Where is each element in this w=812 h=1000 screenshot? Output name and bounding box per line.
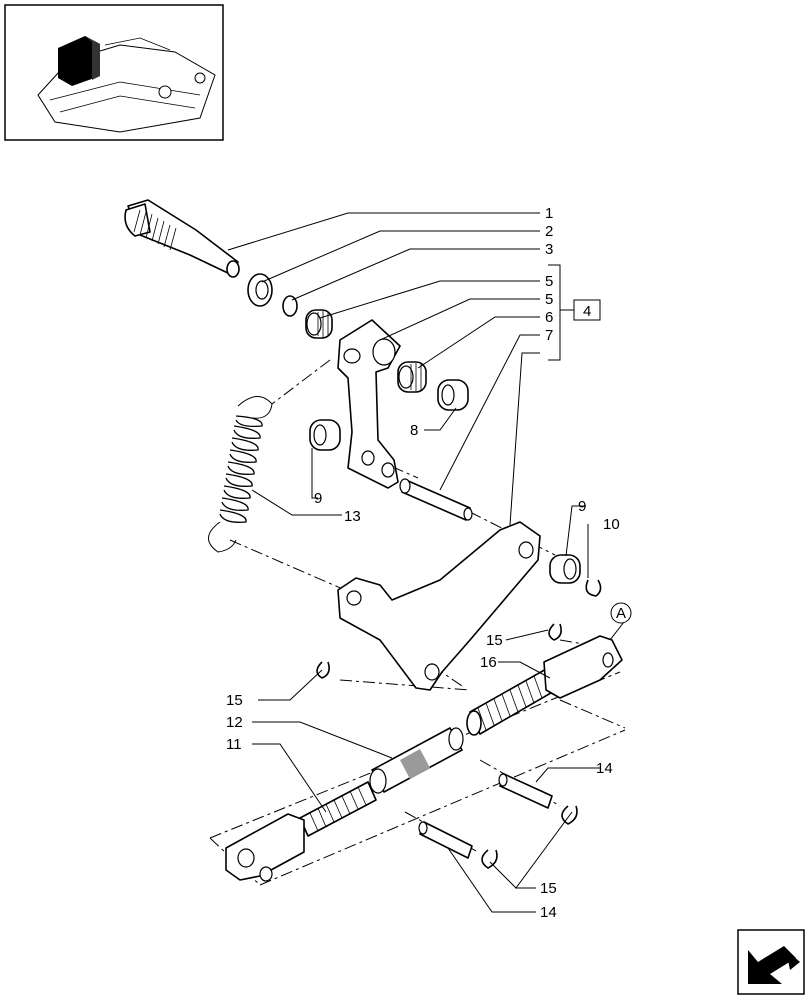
part-14-pin-lower (418, 821, 473, 859)
next-page-arrow-icon[interactable] (737, 929, 805, 995)
part-5-needle-bearing-1 (305, 309, 333, 339)
part-15-clip-left (316, 661, 330, 679)
part-8-bushing (437, 379, 469, 411)
label-15-upper: 15 (486, 632, 503, 649)
label-7: 7 (545, 327, 553, 344)
leader-lines (227, 212, 625, 913)
label-2: 2 (545, 223, 553, 240)
part-1-threaded-shaft (124, 199, 240, 278)
label-A: A (616, 605, 626, 622)
part-14-pin-right (498, 773, 553, 809)
label-4: 4 (583, 303, 591, 320)
callout-labels: 1 2 3 5 5 4 6 7 8 9 9 10 13 15 A 16 15 1… (226, 205, 632, 921)
label-15-left: 15 (226, 692, 243, 709)
part-9-bushing-lower (549, 554, 581, 584)
part-pin-small (399, 478, 473, 521)
part-16-clevis-rod (466, 635, 623, 736)
label-9-left: 9 (314, 490, 322, 507)
part-lever-arm (337, 319, 401, 489)
label-16: 16 (480, 654, 497, 671)
label-14-lower: 14 (540, 904, 557, 921)
label-1: 1 (545, 205, 553, 222)
part-10-clip (585, 579, 602, 597)
label-5-upper: 5 (545, 273, 553, 290)
label-8: 8 (410, 422, 418, 439)
label-10: 10 (603, 516, 620, 533)
label-5-lower: 5 (545, 291, 553, 308)
label-6: 6 (545, 309, 553, 326)
label-A-circle (610, 602, 632, 624)
label-12: 12 (226, 714, 243, 731)
label-4-box (573, 299, 601, 321)
part-15-clip-lower (481, 849, 498, 869)
part-7-bracket-plate (337, 521, 541, 691)
label-9-right: 9 (578, 498, 586, 515)
label-3: 3 (545, 241, 553, 258)
part-5-needle-bearing-2 (397, 361, 427, 393)
part-9-bushing-upper (309, 419, 341, 451)
label-14-right: 14 (596, 760, 613, 777)
part-3-snap-ring (282, 295, 298, 317)
label-13: 13 (344, 508, 361, 525)
part-11-clevis-rod (225, 781, 377, 882)
label-15-lower: 15 (540, 880, 557, 897)
thumbnail-frame (4, 4, 224, 141)
part-12-turnbuckle (369, 727, 464, 794)
part-2-washer (247, 273, 273, 307)
label-11: 11 (226, 736, 242, 753)
part-13-spring (208, 396, 273, 553)
part-15-clip-upper (548, 623, 562, 641)
thumbnail-assembly-image (37, 36, 216, 133)
